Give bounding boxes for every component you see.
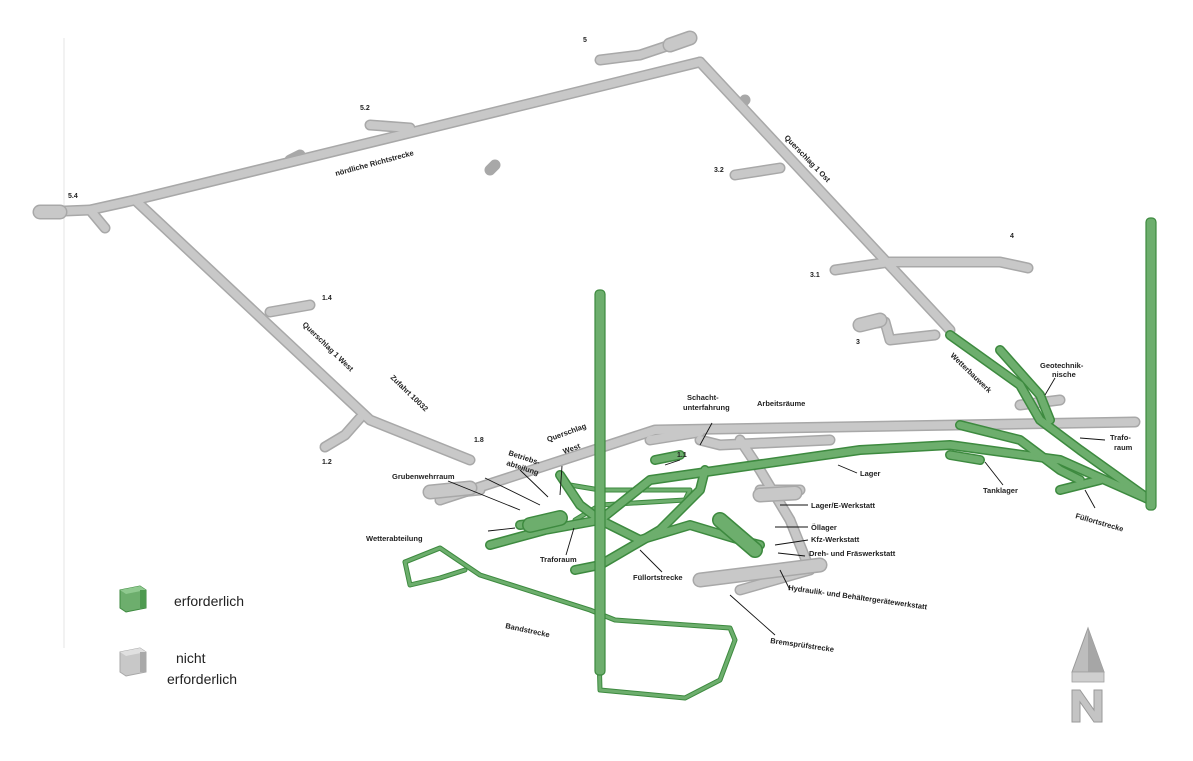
leader-lines — [447, 377, 1106, 636]
legend-not-required-swatch — [119, 647, 147, 677]
label-1-1: 1.1 — [677, 452, 687, 459]
legend: erforderlich nicht erforderlich — [119, 585, 244, 687]
label-filling-right: Füllortstrecke — [1074, 511, 1124, 533]
label-1-2: 1.2 — [322, 459, 332, 466]
label-hydraulic-shop: Hydraulik- und Behältergerätewerkstatt — [788, 583, 928, 611]
label-brake-test: Bremsprüfstrecke — [770, 636, 835, 654]
label-trafo-right-1: Trafo- — [1110, 433, 1131, 442]
label-storage-e-shop: Lager/E-Werkstatt — [811, 501, 876, 510]
legend-required-label: erforderlich — [174, 593, 244, 609]
label-filling-left: Füllortstrecke — [633, 573, 683, 582]
label-lathe-shop: Dreh- und Fräswerkstatt — [809, 549, 896, 558]
label-trafo-right-2: raum — [1114, 443, 1133, 452]
label-trafo-left: Traforaum — [540, 555, 577, 564]
label-rescue-room: Grubenwehrraum — [392, 472, 455, 481]
green-tunnel-network — [402, 217, 1157, 701]
label-3-1: 3.1 — [810, 272, 820, 279]
north-arrow-icon — [1071, 626, 1105, 723]
legend-not-required-label-1: nicht — [176, 650, 206, 666]
shaft-right — [1145, 217, 1157, 511]
label-5-2: 5.2 — [360, 105, 370, 112]
label-4: 4 — [1010, 233, 1014, 240]
label-1-4: 1.4 — [322, 295, 332, 302]
label-ramp: Zufahrt 10032 — [389, 373, 430, 413]
legend-required-swatch — [119, 585, 147, 613]
label-3-2: 3.2 — [714, 167, 724, 174]
label-1-8: 1.8 — [474, 437, 484, 444]
label-work-rooms: Arbeitsräume — [757, 399, 805, 408]
label-top-5: 5 — [583, 37, 587, 44]
label-geotech-2: nische — [1052, 370, 1076, 379]
label-storage: Lager — [860, 469, 881, 478]
label-oil-storage: Öllager — [811, 523, 837, 532]
label-vent-dept: Wetterabteilung — [366, 534, 423, 543]
label-5-4: 5.4 — [68, 193, 78, 200]
label-vehicle-shop: Kfz-Werkstatt — [811, 535, 860, 544]
shaft-left — [594, 289, 606, 676]
label-belt: Bandstrecke — [505, 621, 551, 639]
label-geotech-1: Geotechnik- — [1040, 361, 1084, 370]
label-cross-west-1: Querschlag — [546, 421, 588, 444]
label-3: 3 — [856, 339, 860, 346]
legend-not-required-label-2: erforderlich — [167, 671, 237, 687]
label-tank-storage: Tanklager — [983, 486, 1018, 495]
label-shaft-sub-1: Schacht- — [687, 393, 719, 402]
label-shaft-sub-2: unterfahrung — [683, 403, 730, 412]
